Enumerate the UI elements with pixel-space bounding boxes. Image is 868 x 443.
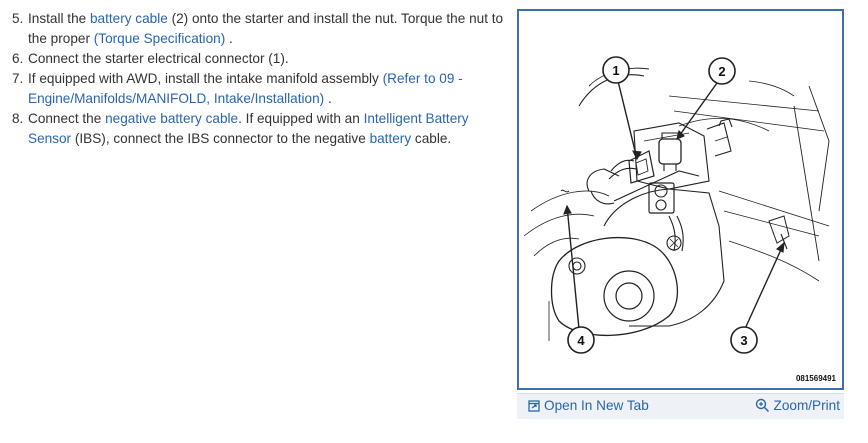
step-text: Install the (28, 11, 90, 26)
callout-2: 2 (708, 57, 736, 85)
step-link[interactable]: battery (369, 131, 412, 146)
svg-text:1: 1 (612, 63, 619, 78)
zoom-print-button[interactable]: Zoom/Print (755, 398, 840, 413)
figure-toolbar: Open In New Tab Zoom/Print (517, 393, 844, 419)
step-link[interactable]: battery cable (89, 11, 168, 26)
step-text: Connect the starter electrical connector… (28, 51, 289, 66)
callout-1: 1 (602, 56, 630, 84)
step-number: 7. (12, 71, 24, 86)
open-in-new-tab-label: Open In New Tab (544, 398, 649, 413)
step-item: 5. Install the battery cable (2) onto the… (8, 9, 514, 49)
procedure-steps: 5. Install the battery cable (2) onto the… (8, 9, 514, 149)
step-text: . If equipped with an (238, 111, 364, 126)
step-link[interactable]: negative battery cable (105, 111, 239, 126)
step-number: 8. (12, 111, 24, 126)
step-text: cable. (411, 131, 452, 146)
step-item: 8. Connect the negative battery cable. If… (8, 109, 514, 149)
step-link[interactable]: Intelligent Battery Sensor (28, 111, 469, 146)
step-item: 7. If equipped with AWD, install the inta… (8, 69, 514, 109)
step-link[interactable]: (Refer to 09 - Engine/Manifolds/MANIFOLD… (28, 71, 463, 106)
step-number: 5. (12, 11, 24, 26)
svg-text:4: 4 (577, 333, 585, 348)
svg-text:2: 2 (718, 64, 725, 79)
open-in-new-tab-button[interactable]: Open In New Tab (528, 398, 649, 413)
step-text: (2) onto the starter and install the nut… (28, 11, 504, 46)
starter-illustration: 1 2 3 4 081569491 (517, 9, 844, 390)
magnifier-plus-icon (755, 398, 770, 413)
step-text: (IBS), connect the IBS connector to the … (71, 131, 370, 146)
step-text: . (324, 91, 332, 106)
step-text: If equipped with AWD, install the intake… (28, 71, 383, 86)
step-text: . (225, 31, 233, 46)
open-new-tab-icon (528, 399, 540, 412)
zoom-print-label: Zoom/Print (773, 398, 840, 413)
step-item: 6. Connect the starter electrical connect… (8, 49, 514, 69)
figure-id: 081569491 (795, 374, 836, 383)
callout-4: 4 (567, 326, 595, 354)
starter-drawing: 1 2 3 4 (523, 56, 830, 354)
svg-text:3: 3 (740, 333, 747, 348)
callout-3: 3 (730, 326, 758, 354)
step-number: 6. (12, 51, 24, 66)
step-text: Connect the (28, 111, 106, 126)
step-link[interactable]: (Torque Specification) (93, 31, 226, 46)
